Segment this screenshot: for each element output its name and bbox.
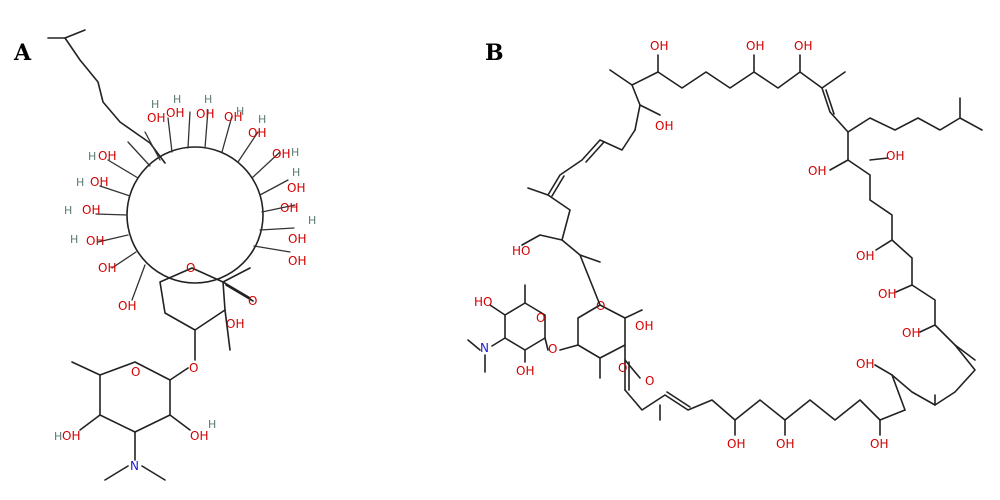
panel-a-oh-labels: H OH H OH H OH H OH H OH OH H OH H OH H … [64,93,316,313]
svg-text:O: O [548,342,557,356]
svg-text:OH: OH [794,39,812,53]
svg-text:HO: HO [512,244,530,258]
svg-text:O: O [186,261,195,275]
svg-text:OH: OH [650,39,668,53]
panel-a-label: A [13,40,32,66]
panel-a-side-chain [47,37,166,164]
panel-a-pyran-ring [159,267,226,331]
svg-text:OH: OH [196,107,214,121]
svg-text:OH: OH [635,319,653,333]
svg-text:OH: OH [655,119,673,133]
svg-text:H: H [54,430,62,443]
svg-text:H: H [208,418,216,431]
panel-b-top-chain [609,69,846,89]
svg-text:H: H [291,146,299,159]
svg-text:O: O [248,294,257,308]
svg-text:OH: OH [166,106,184,120]
svg-text:H: H [88,150,96,163]
svg-text:OH: OH [856,357,874,371]
svg-text:OH: OH [902,326,920,340]
svg-text:H: H [236,105,244,118]
svg-text:OH: OH [62,429,80,443]
svg-text:OH: OH [808,164,826,178]
panel-a-hydroxyl-spokes [95,109,296,301]
svg-text:OH: OH [98,149,116,163]
svg-text:H: H [258,113,266,126]
svg-text:OH: OH [776,437,794,451]
svg-text:O: O [618,361,627,375]
svg-text:OH: OH [86,234,104,248]
svg-text:OH: OH [82,203,100,217]
svg-text:OH: OH [287,181,305,195]
svg-text:OH: OH [746,39,764,53]
svg-text:OH: OH [272,147,290,161]
svg-text:OH: OH [878,287,896,301]
panel-b: B OH OH OH OH OH OH OH OH OH OH OH [467,39,983,451]
panel-a: A H OH [13,29,316,481]
svg-text:OH: OH [147,111,165,125]
panel-a-isopropyl-branch [64,29,86,39]
svg-text:OH: OH [288,254,306,268]
svg-text:H: H [173,93,181,106]
svg-text:HO: HO [474,295,492,309]
panel-b-bottom-chain [624,389,906,421]
svg-text:OH: OH [516,364,534,378]
svg-text:OH: OH [90,175,108,189]
svg-text:H: H [70,233,78,246]
svg-text:OH: OH [280,201,298,215]
svg-text:OH: OH [226,317,244,331]
svg-text:OH: OH [190,429,208,443]
svg-text:OH: OH [870,437,888,451]
svg-text:H: H [292,166,300,179]
svg-text:OH: OH [98,261,116,275]
svg-text:OH: OH [727,437,745,451]
panel-b-right-chain [821,87,976,406]
svg-text:H: H [64,204,72,217]
svg-text:OH: OH [856,249,874,263]
panel-b-amine-n: N [480,341,489,355]
svg-text:H: H [76,176,84,189]
svg-text:OH: OH [118,299,136,313]
svg-text:H: H [204,93,212,106]
svg-text:O: O [645,374,654,388]
svg-text:O: O [189,361,198,375]
svg-text:OH: OH [886,149,904,163]
panel-a-amine-n: N [130,459,139,473]
svg-text:O: O [596,299,605,313]
svg-text:OH: OH [248,126,266,140]
svg-text:H: H [151,98,159,111]
svg-text:H: H [308,214,316,227]
svg-text:OH: OH [288,232,306,246]
panel-b-label: B [485,40,504,66]
svg-text:O: O [131,365,140,379]
svg-text:OH: OH [224,110,242,124]
svg-text:O: O [536,311,545,325]
